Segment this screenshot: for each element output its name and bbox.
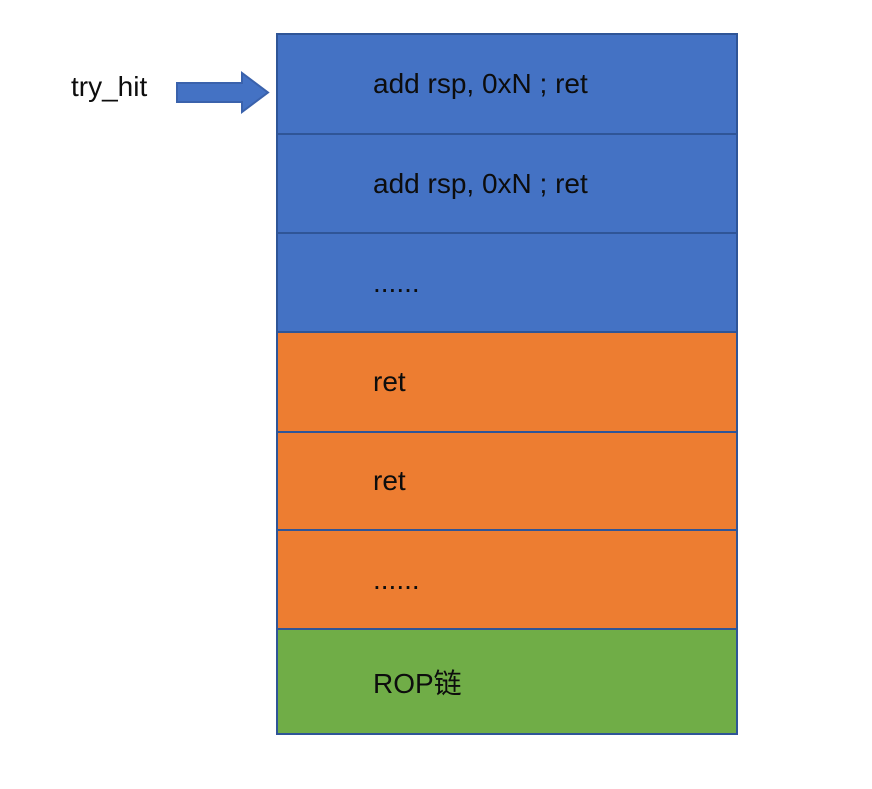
stack-cell-rop-chain: ROP链 — [276, 628, 738, 735]
stack-cell-ret-2: ret — [276, 431, 738, 529]
try-hit-label: try_hit — [71, 71, 148, 102]
stack-column: add rsp, 0xN ; ret add rsp, 0xN ; ret ..… — [276, 33, 738, 735]
stack-cell-add-rsp-gadget-2: add rsp, 0xN ; ret — [276, 133, 738, 232]
stack-cell-ret-1: ret — [276, 331, 738, 431]
stack-cell-ret-ellipsis: ...... — [276, 529, 738, 628]
stack-cell-gadget-ellipsis: ...... — [276, 232, 738, 331]
stack-cell-add-rsp-gadget-1: add rsp, 0xN ; ret — [276, 33, 738, 133]
right-arrow-icon — [176, 71, 270, 114]
